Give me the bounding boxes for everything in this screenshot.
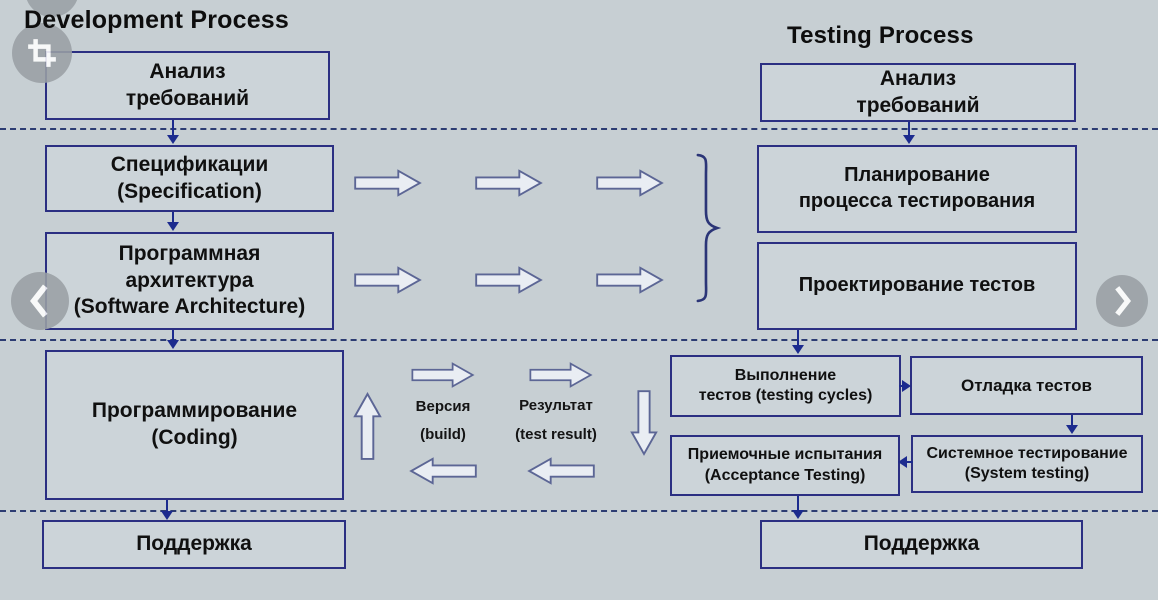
box-label-line: процесса тестирования bbox=[798, 190, 1036, 212]
connector-line bbox=[172, 120, 174, 137]
connector-line bbox=[797, 330, 799, 347]
box-label-line: (Specification) bbox=[117, 179, 262, 203]
box-label-line: (Software Architecture) bbox=[73, 295, 306, 319]
sync-arrow-right-icon bbox=[354, 169, 422, 197]
sync-arrow-right-icon bbox=[475, 266, 543, 294]
crop-icon bbox=[28, 39, 56, 67]
connector-arrowhead bbox=[167, 222, 179, 231]
connector-arrowhead bbox=[792, 510, 804, 519]
connector-arrowhead bbox=[902, 380, 911, 392]
dev-architecture-box: Программная архитектура (Software Archit… bbox=[45, 232, 334, 330]
test-debug-box: Отладка тестов bbox=[910, 356, 1143, 415]
box-label-line: (Acceptance Testing) bbox=[704, 466, 866, 484]
box-label-line: Программная bbox=[118, 241, 261, 265]
dev-spec-box: Спецификации (Specification) bbox=[45, 145, 334, 212]
box-label-line: Поддержка bbox=[136, 532, 252, 556]
test-analysis-box: Анализ требований bbox=[760, 63, 1076, 122]
next-button[interactable] bbox=[1096, 275, 1148, 327]
box-label-line: Отладка тестов bbox=[960, 375, 1092, 395]
test-support-box: Поддержка bbox=[760, 520, 1083, 569]
dev-coding-box: Программирование (Coding) bbox=[45, 350, 344, 500]
dev-support-box: Поддержка bbox=[42, 520, 346, 569]
connector-line bbox=[906, 461, 913, 463]
sync-arrow-right-icon bbox=[354, 266, 422, 294]
test-system-box: Системное тестирование (System testing) bbox=[911, 435, 1143, 493]
connector-line bbox=[908, 122, 910, 137]
box-label-line: тестов (testing cycles) bbox=[698, 387, 873, 404]
result-arrow-left-icon bbox=[409, 457, 477, 485]
version-label: Версия bbox=[415, 398, 471, 415]
connector-line bbox=[166, 500, 168, 513]
test-planning-box: Планирование процесса тестирования bbox=[757, 145, 1077, 233]
connector-arrowhead bbox=[903, 135, 915, 144]
version-en-label: (build) bbox=[420, 426, 466, 443]
feedback-arrow-up-icon bbox=[353, 392, 382, 460]
result-label: Результат bbox=[519, 397, 593, 414]
result-en-label: (test result) bbox=[515, 426, 597, 443]
box-label-line: (Coding) bbox=[151, 426, 238, 449]
crop-button[interactable] bbox=[12, 23, 72, 83]
phase-divider-3 bbox=[0, 510, 1158, 512]
box-label-line: Проектирование тестов bbox=[798, 274, 1036, 297]
box-label-line: Выполнение bbox=[734, 366, 837, 384]
box-label-line: требований bbox=[125, 86, 250, 110]
connector-arrowhead bbox=[898, 456, 907, 468]
box-label-line: Приемочные испытания bbox=[687, 446, 883, 464]
box-label-line: Программирование bbox=[91, 399, 298, 423]
build-arrow-right-icon bbox=[411, 362, 475, 388]
build-arrow-right-icon bbox=[529, 362, 593, 388]
result-arrow-left-icon bbox=[527, 457, 595, 485]
box-label-line: Спецификации bbox=[110, 152, 269, 176]
sync-arrow-right-icon bbox=[596, 266, 664, 294]
connector-arrowhead bbox=[792, 345, 804, 354]
dev-process-title: Development Process bbox=[24, 6, 290, 34]
connector-line bbox=[172, 212, 174, 224]
chevron-left-icon bbox=[30, 284, 48, 318]
connector-line bbox=[797, 496, 799, 512]
connector-arrowhead bbox=[161, 511, 173, 520]
sync-arrow-right-icon bbox=[475, 169, 543, 197]
box-label-line: Планирование bbox=[844, 164, 990, 187]
box-label-line: требований bbox=[856, 93, 980, 117]
flow-arrow-down-icon bbox=[630, 390, 658, 456]
box-label-line: архитектура bbox=[125, 268, 254, 292]
sync-arrow-right-icon bbox=[596, 169, 664, 197]
box-label-line: Поддержка bbox=[863, 532, 980, 556]
phase-divider-1 bbox=[0, 128, 1158, 130]
chevron-right-icon bbox=[1115, 286, 1132, 316]
phase-divider-2 bbox=[0, 339, 1158, 341]
connector-arrowhead bbox=[1066, 425, 1078, 434]
connector-line bbox=[1071, 415, 1073, 427]
prev-button[interactable] bbox=[11, 272, 69, 330]
dev-analysis-box: Анализ требований bbox=[45, 51, 330, 120]
testing-process-title: Testing Process bbox=[787, 22, 974, 49]
box-label-line: Анализ bbox=[879, 66, 957, 90]
grouping-brace bbox=[696, 153, 722, 303]
box-label-line: (System testing) bbox=[964, 465, 1090, 482]
box-label-line: Анализ bbox=[149, 59, 226, 83]
connector-line bbox=[899, 385, 903, 387]
connector-arrowhead bbox=[167, 340, 179, 349]
box-label-line: Системное тестирование bbox=[926, 444, 1128, 462]
viewer-button-partial[interactable] bbox=[25, 0, 79, 17]
test-design-box: Проектирование тестов bbox=[757, 242, 1077, 330]
test-acceptance-box: Приемочные испытания (Acceptance Testing… bbox=[670, 435, 900, 496]
connector-line bbox=[172, 330, 174, 342]
connector-arrowhead bbox=[167, 135, 179, 144]
test-execution-box: Выполнение тестов (testing cycles) bbox=[670, 355, 901, 417]
